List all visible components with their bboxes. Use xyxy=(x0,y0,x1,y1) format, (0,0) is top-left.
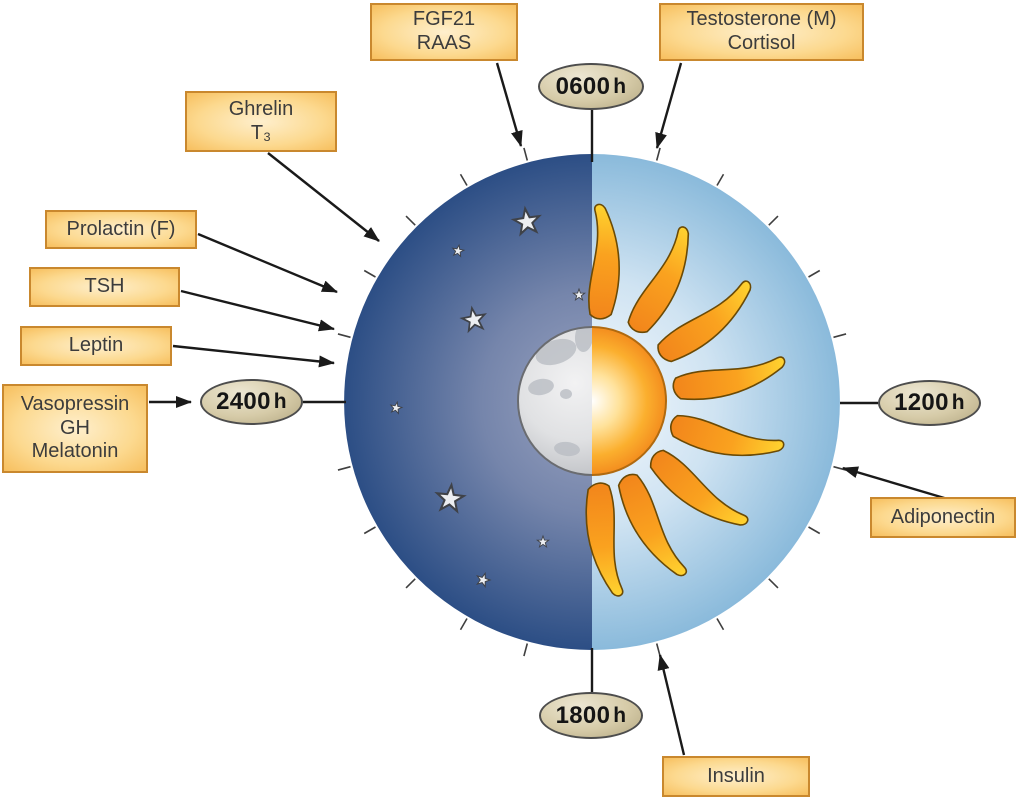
hour-tick xyxy=(405,578,416,589)
night-half xyxy=(344,154,592,650)
time-value: 1800 xyxy=(555,701,611,729)
hour-tick xyxy=(363,526,376,535)
hour-tick xyxy=(459,618,468,631)
hormone-label-line: Adiponectin xyxy=(890,505,996,528)
hormone-label-testosterone-cortisol: Testosterone (M) Cortisol xyxy=(659,3,864,61)
time-value: 2400 xyxy=(216,388,271,415)
hour-tick xyxy=(459,173,468,186)
hour-tick xyxy=(337,333,351,339)
hormone-label-line: FGF21 xyxy=(412,8,476,31)
arrow-leptin xyxy=(172,344,335,368)
hour-tick xyxy=(808,269,821,278)
hormone-label-line: Melatonin xyxy=(31,440,119,463)
time-unit: h xyxy=(613,703,627,727)
hormone-label-prolactin: Prolactin (F) xyxy=(45,210,197,249)
arrow-prolactin xyxy=(197,232,338,294)
moon-icon xyxy=(518,327,592,475)
time-unit: h xyxy=(613,74,627,98)
hormone-label-line: T₃ xyxy=(250,121,272,144)
hormone-label-ghrelin-t3: Ghrelin T₃ xyxy=(185,91,337,152)
hormone-arrows xyxy=(149,62,952,756)
hormone-label-line: GH xyxy=(60,416,90,439)
arrow-fgf21-raas xyxy=(495,62,523,147)
hour-tick-marks xyxy=(337,147,847,657)
hormone-label-line: Cortisol xyxy=(727,32,796,54)
hour-tick xyxy=(716,173,725,186)
hormone-label-line: Ghrelin xyxy=(228,97,294,120)
hour-tick xyxy=(716,618,725,631)
hour-tick xyxy=(833,333,847,339)
arrow-tsh xyxy=(180,289,335,332)
hormone-label-line: Vasopressin xyxy=(20,393,130,416)
hormone-label-tsh: TSH xyxy=(29,267,180,307)
time-unit: h xyxy=(951,391,965,414)
hormone-label-leptin: Leptin xyxy=(20,326,172,366)
hour-tick xyxy=(768,578,779,589)
arrow-insulin xyxy=(657,654,686,756)
arrow-testosterone-cortisol xyxy=(655,62,683,149)
sun-outline xyxy=(591,326,667,476)
hormone-label-vasopressin-gh-melatonin: Vasopressin GH Melatonin xyxy=(2,384,148,473)
hour-tick xyxy=(655,643,661,657)
hour-tick xyxy=(523,643,529,657)
hormone-label-insulin: Insulin xyxy=(662,756,810,797)
hour-tick xyxy=(523,147,529,161)
hormone-label-line: Testosterone (M) xyxy=(686,8,837,31)
time-connectors xyxy=(303,110,878,692)
hour-tick xyxy=(363,269,376,278)
hormone-label-line: TSH xyxy=(84,275,125,298)
hormone-label-line: RAAS xyxy=(416,32,472,54)
time-unit: h xyxy=(273,390,287,413)
hormone-label-adiponectin: Adiponectin xyxy=(870,497,1016,538)
hour-tick xyxy=(808,526,821,535)
sun-icon xyxy=(592,327,666,475)
hour-tick xyxy=(405,215,416,226)
hormone-label-line: Insulin xyxy=(707,764,765,787)
hormone-label-fgf21-raas: FGF21 RAAS xyxy=(370,3,518,61)
time-value: 1200 xyxy=(894,389,949,416)
hour-tick xyxy=(768,215,779,226)
hormone-label-line: Prolactin (F) xyxy=(66,217,176,240)
moon-craters xyxy=(528,327,592,457)
hour-tick xyxy=(655,147,661,161)
hour-tick xyxy=(337,465,351,471)
arrow-adiponectin xyxy=(842,466,952,502)
arrow-ghrelin-t3 xyxy=(267,152,380,242)
time-value: 0600 xyxy=(555,72,611,100)
hormone-label-line: Leptin xyxy=(68,334,124,357)
moon-outline xyxy=(517,326,593,476)
